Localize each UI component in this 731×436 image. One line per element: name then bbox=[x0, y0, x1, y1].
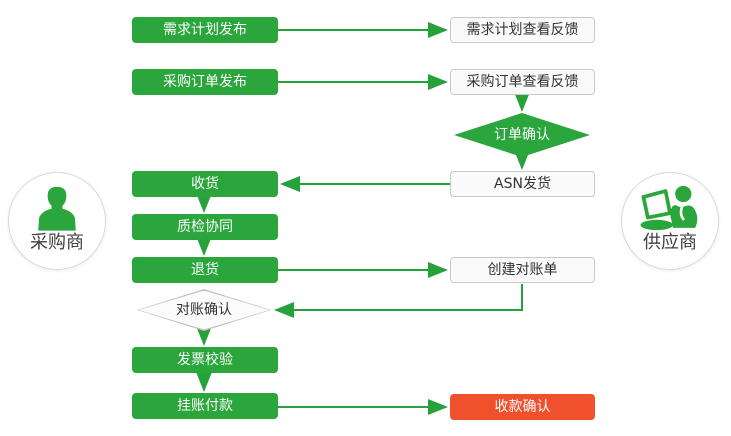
node-demand-plan-feedback: 需求计划查看反馈 bbox=[450, 17, 595, 43]
node-quality-collab-label: 质检协同 bbox=[177, 219, 233, 235]
person-silhouette-icon bbox=[38, 186, 76, 231]
connector-statement-to-confirm bbox=[274, 284, 523, 318]
node-create-statement: 创建对账单 bbox=[450, 257, 595, 283]
node-asn-ship: ASN发货 bbox=[450, 171, 595, 197]
node-po-feedback: 采购订单查看反馈 bbox=[450, 69, 595, 95]
node-order-confirm: 订单确认 bbox=[454, 113, 590, 157]
node-order-confirm-label: 订单确认 bbox=[494, 127, 550, 143]
node-quality-collab: 质检协同 bbox=[132, 214, 278, 240]
node-asn-ship-label: ASN发货 bbox=[494, 176, 551, 192]
node-receive-label: 收货 bbox=[191, 176, 219, 192]
node-create-statement-label: 创建对账单 bbox=[487, 262, 558, 278]
node-payment-on-account: 挂账付款 bbox=[132, 393, 278, 419]
node-statement-confirm-label: 对账确认 bbox=[176, 302, 232, 318]
node-receive: 收货 bbox=[132, 171, 278, 197]
node-return-goods-label: 退货 bbox=[191, 262, 219, 278]
node-demand-plan-feedback-label: 需求计划查看反馈 bbox=[466, 22, 579, 38]
actor-buyer-label: 采购商 bbox=[30, 232, 84, 253]
node-return-goods: 退货 bbox=[132, 257, 278, 283]
node-statement-confirm: 对账确认 bbox=[137, 289, 271, 331]
person-with-laptop-icon bbox=[640, 185, 698, 231]
node-receipt-confirm: 收款确认 bbox=[450, 394, 595, 420]
actor-supplier: 供应商 bbox=[621, 172, 719, 270]
node-po-publish-label: 采购订单发布 bbox=[163, 74, 247, 90]
node-receipt-confirm-label: 收款确认 bbox=[494, 399, 551, 415]
node-demand-plan-publish-label: 需求计划发布 bbox=[163, 22, 247, 38]
node-payment-on-account-label: 挂账付款 bbox=[177, 398, 233, 414]
actor-supplier-label: 供应商 bbox=[643, 232, 697, 253]
node-po-publish: 采购订单发布 bbox=[132, 69, 278, 95]
node-invoice-verify: 发票校验 bbox=[132, 347, 278, 373]
actor-buyer: 采购商 bbox=[8, 172, 106, 270]
node-demand-plan-publish: 需求计划发布 bbox=[132, 17, 278, 43]
node-invoice-verify-label: 发票校验 bbox=[177, 352, 233, 368]
node-po-feedback-label: 采购订单查看反馈 bbox=[466, 74, 579, 90]
